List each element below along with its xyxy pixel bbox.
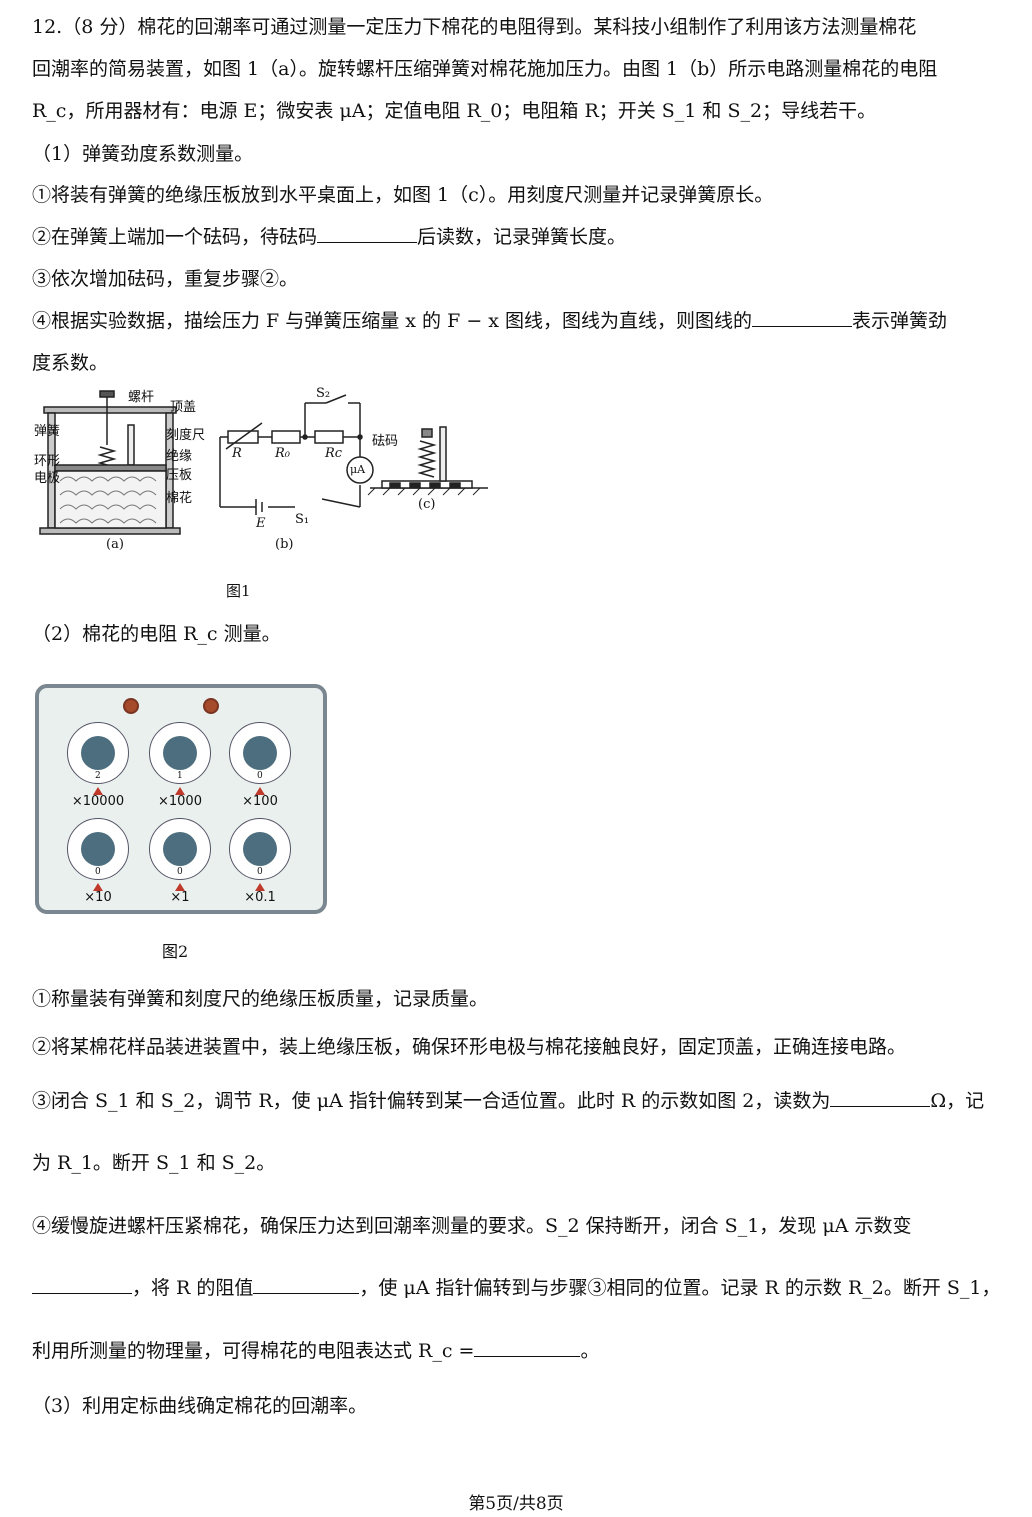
- label-rc: Rc: [325, 446, 343, 461]
- sublabel-c: (c): [418, 497, 436, 512]
- answer-blank-2[interactable]: [752, 308, 853, 327]
- sublabel-a: (a): [106, 537, 124, 552]
- formula-text: 利用所测量的物理量，可得棉花的电阻表达式 R_c =: [32, 1340, 475, 1362]
- label-s1: S₁: [295, 512, 310, 527]
- knob: [81, 832, 115, 866]
- step1-2-b: 后读数，记录弹簧长度。: [417, 226, 627, 248]
- step1-4-a: ④根据实验数据，描绘压力 F 与弹簧压缩量 x 的 F − x 图线，图线为直线…: [32, 310, 753, 332]
- question-line-2: 回潮率的简易装置，如图 1（a）。旋转螺杆压缩弹簧对棉花施加压力。由图 1（b）…: [32, 58, 938, 80]
- step2-4: ④缓慢旋进螺杆压紧棉花，确保压力达到回潮率测量的要求。S_2 保持断开，闭合 S…: [32, 1215, 912, 1237]
- label-top-cover: 顶盖: [170, 400, 197, 415]
- answer-blank-3[interactable]: [830, 1088, 931, 1107]
- multiplier-label: ×10: [84, 890, 112, 905]
- step2-4-formula: 利用所测量的物理量，可得棉花的电阻表达式 R_c = 。: [32, 1338, 599, 1364]
- answer-blank-6[interactable]: [474, 1338, 581, 1357]
- step2-3-a: ③闭合 S_1 和 S_2，调节 R，使 μA 指针偏转到某一合适位置。此时 R…: [32, 1090, 831, 1112]
- label-s2: S₂: [316, 386, 331, 401]
- label-ruler: 刻度尺: [166, 428, 206, 443]
- pointer-icon: [175, 787, 185, 795]
- step1-4-b: 表示弹簧劲: [852, 310, 948, 332]
- label-r: R: [232, 446, 242, 461]
- figure-1: [39, 390, 488, 535]
- label-ring: 环形: [34, 454, 61, 469]
- knob: [243, 736, 277, 770]
- step1-4-cont: 度系数。: [32, 352, 109, 374]
- figure-2-caption: 图2: [162, 942, 189, 961]
- dial-digit: 0: [95, 867, 101, 877]
- dial-digit: 2: [95, 771, 101, 781]
- knob: [163, 736, 197, 770]
- part2-heading: （2）棉花的电阻 R_c 测量。: [32, 623, 281, 645]
- step2-3: ③闭合 S_1 和 S_2，调节 R，使 μA 指针偏转到某一合适位置。此时 R…: [32, 1088, 984, 1114]
- step2-4-cont-a: ，将 R 的阻值: [132, 1277, 254, 1299]
- question-line-1: 12.（8 分）棉花的回潮率可通过测量一定压力下棉花的电阻得到。某科技小组制作了…: [32, 16, 917, 38]
- figure-1b: [219, 394, 374, 515]
- step2-3-b: Ω，记: [930, 1090, 985, 1112]
- part1-heading: （1）弹簧劲度系数测量。: [32, 143, 254, 165]
- label-r0: R₀: [275, 446, 290, 461]
- question-line-3: R_c，所用器材有：电源 E；微安表 μA；定值电阻 R_0；电阻箱 R；开关 …: [32, 100, 877, 122]
- step1-4: ④根据实验数据，描绘压力 F 与弹簧压缩量 x 的 F − x 图线，图线为直线…: [32, 308, 947, 334]
- label-insulating: 绝缘: [166, 449, 193, 464]
- step1-2-a: ②在弹簧上端加一个砝码，待砝码: [32, 226, 318, 248]
- multiplier-label: ×100: [242, 794, 278, 809]
- sublabel-b: (b): [275, 537, 294, 552]
- step2-4-cont-b: ，使 μA 指针偏转到与步骤③相同的位置。记录 R 的示数 R_2。断开 S_1…: [359, 1277, 1001, 1299]
- step2-2: ②将某棉花样品装进装置中，装上绝缘压板，确保环形电极与棉花接触良好，固定顶盖，正…: [32, 1036, 907, 1058]
- label-cotton: 棉花: [166, 491, 193, 506]
- step1-3: ③依次增加砝码，重复步骤②。: [32, 268, 299, 290]
- multiplier-label: ×1: [170, 890, 190, 905]
- figure-1-caption: 图1: [226, 582, 251, 600]
- dial-digit: 1: [177, 771, 183, 781]
- formula-end: 。: [580, 1340, 600, 1362]
- pointer-icon: [93, 883, 103, 891]
- page-footer: 第5页/共8页: [468, 1494, 564, 1514]
- label-plate: 压板: [166, 468, 193, 483]
- step2-4-cont: ，将 R 的阻值 ，使 μA 指针偏转到与步骤③相同的位置。记录 R 的示数 R_…: [32, 1275, 1001, 1301]
- dial-x10000[interactable]: 2: [67, 722, 129, 784]
- step1-2: ②在弹簧上端加一个砝码，待砝码 后读数，记录弹簧长度。: [32, 224, 626, 250]
- knob: [243, 832, 277, 866]
- step2-1: ①称量装有弹簧和刻度尺的绝缘压板质量，记录质量。: [32, 988, 489, 1010]
- knob: [81, 736, 115, 770]
- label-screw: 螺杆: [128, 390, 155, 405]
- dial-digit: 0: [257, 867, 263, 877]
- answer-blank-4[interactable]: [32, 1275, 132, 1294]
- label-microammeter: μA: [350, 463, 366, 476]
- resistance-box: 2 1 0 ×10000 ×1000 ×100 0 0 0 ×10 ×1 ×0.…: [35, 684, 327, 914]
- multiplier-label: ×1000: [158, 794, 202, 809]
- part3-heading: （3）利用定标曲线确定棉花的回潮率。: [32, 1395, 368, 1417]
- dial-x10[interactable]: 0: [67, 818, 129, 880]
- label-e: E: [256, 516, 266, 531]
- dial-x1000[interactable]: 1: [149, 722, 211, 784]
- dial-x100[interactable]: 0: [229, 722, 291, 784]
- terminal-right[interactable]: [203, 698, 219, 714]
- label-weight: 砝码: [372, 434, 399, 449]
- figure-1c: [367, 426, 488, 496]
- multiplier-label: ×10000: [71, 794, 125, 809]
- label-electrode: 电极: [34, 471, 61, 486]
- step1-1: ①将装有弹簧的绝缘压板放到水平桌面上，如图 1（c）。用刻度尺测量并记录弹簧原长…: [32, 184, 774, 206]
- pointer-icon: [175, 883, 185, 891]
- knob: [163, 832, 197, 866]
- dial-digit: 0: [177, 867, 183, 877]
- terminal-left[interactable]: [123, 698, 139, 714]
- dial-x0-1[interactable]: 0: [229, 818, 291, 880]
- answer-blank-5[interactable]: [253, 1275, 360, 1294]
- multiplier-label: ×0.1: [244, 890, 276, 905]
- dial-x1[interactable]: 0: [149, 818, 211, 880]
- dial-digit: 0: [257, 771, 263, 781]
- label-spring: 弹簧: [34, 424, 61, 439]
- pointer-icon: [93, 787, 103, 795]
- pointer-icon: [255, 883, 265, 891]
- figure-1a: [39, 390, 181, 535]
- step2-3-cont: 为 R_1。断开 S_1 和 S_2。: [32, 1152, 276, 1174]
- answer-blank-1[interactable]: [317, 224, 418, 243]
- pointer-icon: [255, 787, 265, 795]
